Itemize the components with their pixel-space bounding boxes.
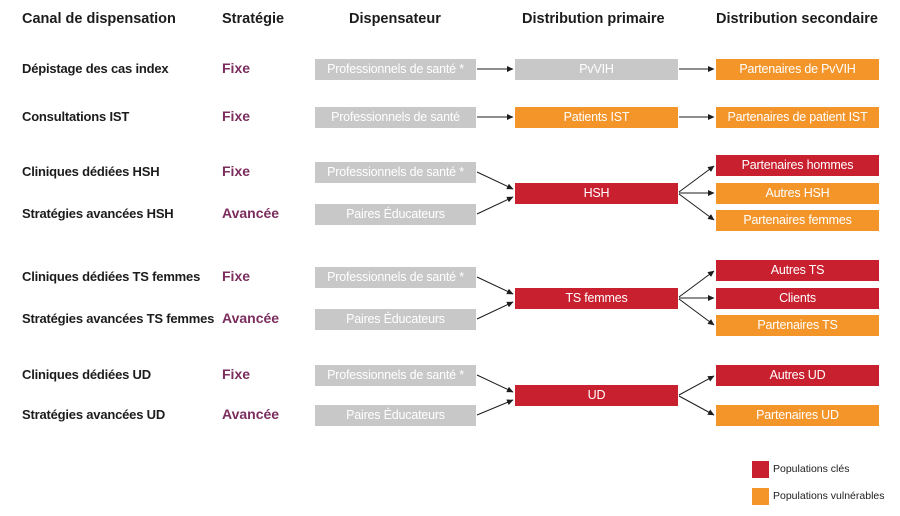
primary-box-hsh: HSH xyxy=(515,183,678,204)
primary-box-ts-femmes: TS femmes xyxy=(515,288,678,309)
dispensateur-box: Professionnels de santé * xyxy=(315,365,476,386)
canal-label: Stratégies avancées HSH xyxy=(22,206,174,221)
secondary-box: Partenaires femmes xyxy=(716,210,879,231)
dispensateur-box: Professionnels de santé * xyxy=(315,162,476,183)
strategie-label: Fixe xyxy=(222,366,251,382)
primary-box-pvvih: PvVIH xyxy=(515,59,678,80)
canal-label: Cliniques dédiées TS femmes xyxy=(22,269,201,284)
secondary-box: Autres TS xyxy=(716,260,879,281)
strategie-label: Fixe xyxy=(222,108,251,124)
canal-label: Stratégies avancées TS femmes xyxy=(22,311,215,326)
header-distribution-secondaire: Distribution secondaire xyxy=(716,11,878,27)
link-ts-avancee xyxy=(476,301,514,320)
canal-label: Consultations IST xyxy=(22,109,130,124)
link-ud-avancee xyxy=(476,399,514,416)
legend-key-label: Populations clés xyxy=(773,463,850,475)
strategie-label: Fixe xyxy=(222,163,251,179)
link-ud-partenaires xyxy=(678,395,715,416)
strategie-label: Avancée xyxy=(222,310,280,326)
secondary-box: Partenaires hommes xyxy=(716,155,879,176)
link-hsh-partenaires-hommes xyxy=(678,165,715,193)
strategie-label: Fixe xyxy=(222,268,251,284)
dispensateur-box: Paires Éducateurs xyxy=(315,309,476,330)
link-ts-partenaires xyxy=(678,298,715,326)
header-dispensateur: Dispensateur xyxy=(349,11,441,27)
header-strategie: Stratégie xyxy=(222,11,285,27)
link-hsh-partenaires-femmes xyxy=(678,193,715,221)
link-ts-autres xyxy=(678,270,715,298)
link-ts-fixe xyxy=(476,276,514,295)
dispensateur-box: Professionnels de santé * xyxy=(315,267,476,288)
secondary-box: Autres UD xyxy=(716,365,879,386)
secondary-box: Clients xyxy=(716,288,879,309)
secondary-box: Autres HSH xyxy=(716,183,879,204)
dispensateur-box: Professionnels de santé xyxy=(315,107,476,128)
secondary-box: Partenaires TS xyxy=(716,315,879,336)
link-ud-fixe xyxy=(476,374,514,393)
secondary-box: Partenaires UD xyxy=(716,405,879,426)
dispensateur-box: Professionnels de santé * xyxy=(315,59,476,80)
link-hsh-fixe xyxy=(476,171,514,190)
dispensateur-box: Paires Éducateurs xyxy=(315,405,476,426)
primary-box-ud: UD xyxy=(515,385,678,406)
canal-label: Cliniques dédiées UD xyxy=(22,367,151,382)
legend-vulnerable-swatch xyxy=(752,488,769,505)
strategie-label: Fixe xyxy=(222,60,251,76)
header-distribution-primaire: Distribution primaire xyxy=(522,11,665,27)
link-hsh-avancee xyxy=(476,196,514,215)
strategie-label: Avancée xyxy=(222,406,280,422)
header-canal: Canal de dispensation xyxy=(22,11,176,27)
secondary-box: Partenaires de PvVIH xyxy=(716,59,879,80)
dispensateur-box: Paires Éducateurs xyxy=(315,204,476,225)
strategie-label: Avancée xyxy=(222,205,280,221)
primary-box-patients-ist: Patients IST xyxy=(515,107,678,128)
legend-key-swatch xyxy=(752,461,769,478)
canal-label: Dépistage des cas index xyxy=(22,61,169,76)
secondary-box: Partenaires de patient IST xyxy=(716,107,879,128)
canal-label: Stratégies avancées UD xyxy=(22,407,166,422)
canal-label: Cliniques dédiées HSH xyxy=(22,164,160,179)
link-ud-autres xyxy=(678,375,715,396)
legend-vulnerable-label: Populations vulnérables xyxy=(773,490,885,502)
